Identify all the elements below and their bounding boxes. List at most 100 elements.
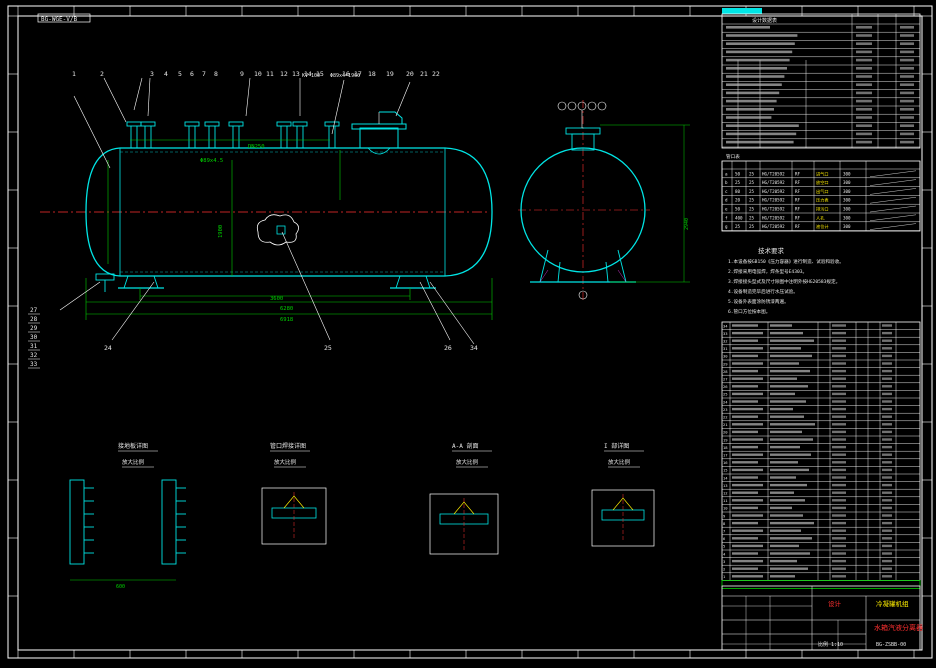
side-number-label: 27 [30, 307, 38, 314]
nozzle-cell: RF [795, 207, 801, 212]
side-number-label: 29 [30, 325, 38, 332]
svg-text:13: 13 [723, 483, 728, 488]
nozzle-cell: 排污口 [816, 206, 829, 213]
detail-view-title: 管口焊接详图 [270, 442, 306, 450]
title-sub: 水箱汽液分离器 [874, 623, 923, 632]
svg-text:32: 32 [723, 339, 728, 344]
part-number-label: 8 [214, 70, 218, 78]
svg-text:21: 21 [723, 422, 728, 427]
nozzle-cell: HG/T20592 [762, 189, 785, 194]
side-shell-circle [520, 147, 646, 273]
svg-text:28: 28 [723, 369, 728, 374]
svg-text:29: 29 [723, 361, 728, 366]
nozzle [228, 121, 244, 148]
detail-view-subtitle: 放大比例 [608, 458, 631, 466]
ladder-detail [69, 479, 186, 565]
part-number-label: 3 [150, 70, 154, 78]
tech-req-4: 4.设备制造完毕后进行水压试验。 [728, 288, 798, 295]
nozzle-cell: RF [795, 180, 801, 185]
svg-text:17: 17 [723, 453, 728, 458]
part-number-label: 21 [420, 70, 428, 78]
detail-view-title: A-A 剖面 [452, 442, 478, 450]
vessel-side-view[interactable]: 2940 [518, 100, 690, 300]
vessel-front-view[interactable]: 6280 3600 6918 1900 Φ89x4.5 DN250 [40, 77, 493, 345]
nozzle-cell: 25 [735, 224, 741, 229]
nozzle-cell: 25 [749, 198, 755, 203]
part-number-label: 19 [386, 70, 394, 78]
svg-text:6918: 6918 [280, 317, 293, 323]
nozzle-cell: 50 [735, 207, 741, 212]
nozzle-cell: 压力表 [816, 197, 829, 204]
svg-text:31: 31 [723, 346, 728, 351]
nozzle-cell: 25 [735, 180, 741, 185]
tech-req-5: 5.设备外表面涂防锈漆两遍。 [728, 298, 789, 305]
svg-text:6280: 6280 [280, 306, 293, 312]
svg-text:3600: 3600 [270, 296, 283, 302]
svg-text:9: 9 [723, 513, 726, 518]
svg-text:19: 19 [723, 437, 728, 442]
top-nozzles [126, 121, 340, 148]
nozzle-cell: HG/T20592 [762, 171, 785, 176]
svg-text:18: 18 [723, 445, 728, 450]
part-number-label: 11 [266, 70, 274, 78]
manhole [351, 111, 407, 155]
leader-lines [59, 77, 475, 345]
svg-text:1900: 1900 [218, 225, 224, 238]
part-number-label: 10 [254, 70, 262, 78]
nozzle-cell: 300 [843, 224, 851, 229]
drawing-frame [7, 5, 933, 659]
callout-24: 24 [104, 344, 112, 352]
nozzle-cell: a [725, 171, 728, 176]
svg-text:Φ89x4.5: Φ89x4.5 [200, 158, 223, 164]
part-number-label: 2 [100, 70, 104, 78]
nozzle [184, 121, 200, 148]
nozzle-cell: 80 [735, 189, 741, 194]
svg-text:5: 5 [723, 544, 725, 549]
nozzle-cell: b [725, 180, 728, 185]
side-number-label: 28 [30, 316, 38, 323]
tech-req-heading: 技术要求 [758, 246, 785, 255]
scale-note: 比例 1:10 [818, 641, 843, 648]
part-number-label: 13 [292, 70, 300, 78]
part-number-label: 7 [202, 70, 206, 78]
nozzle-cell: 25 [749, 171, 755, 176]
nozzle-cell: 出气口 [816, 188, 829, 195]
nozzle-cell: HG/T20592 [762, 198, 785, 203]
nozzle-cell: 400 [735, 215, 743, 220]
nozzle-cell: f [725, 215, 728, 220]
part-number-label: 6 [190, 70, 194, 78]
nozzle-cell: 25 [749, 224, 755, 229]
part-number-label: 12 [280, 70, 288, 78]
nozzle-cell: 300 [843, 207, 851, 212]
svg-text:25: 25 [723, 392, 728, 397]
part-number-label: 9 [240, 70, 244, 78]
nozzle [292, 121, 308, 148]
nozzle-cell: RF [795, 224, 801, 229]
svg-text:16: 16 [723, 460, 728, 465]
svg-text:6: 6 [723, 536, 726, 541]
tech-req-2: 2.焊接采用电弧焊，焊条型号E4303。 [728, 268, 807, 275]
detail-view-title: 接地板详图 [118, 442, 148, 450]
svg-text:600: 600 [116, 584, 125, 590]
svg-text:1: 1 [723, 574, 726, 579]
svg-text:Φ89x4=1960: Φ89x4=1960 [330, 73, 360, 79]
part-number-label: 4 [164, 70, 168, 78]
svg-text:8: 8 [723, 521, 726, 526]
svg-text:2: 2 [723, 567, 725, 572]
side-number-label: 33 [30, 361, 38, 368]
svg-text:KV-100: KV-100 [302, 73, 320, 79]
nozzle-cell: 25 [749, 207, 755, 212]
svg-text:22: 22 [723, 415, 728, 420]
drawing-number: BG-ZSBB-00 [876, 642, 906, 648]
nozzle-cell: RF [795, 171, 801, 176]
saddle-supports [118, 275, 436, 289]
nozzle-cell: RF [795, 198, 801, 203]
nozzle-cell: 人孔 [816, 214, 825, 221]
side-number-label: 32 [30, 352, 38, 359]
nozzle-table-header: 管口表 [726, 153, 740, 160]
part-number-label: 16 [342, 70, 350, 78]
side-number-label: 30 [30, 334, 38, 341]
